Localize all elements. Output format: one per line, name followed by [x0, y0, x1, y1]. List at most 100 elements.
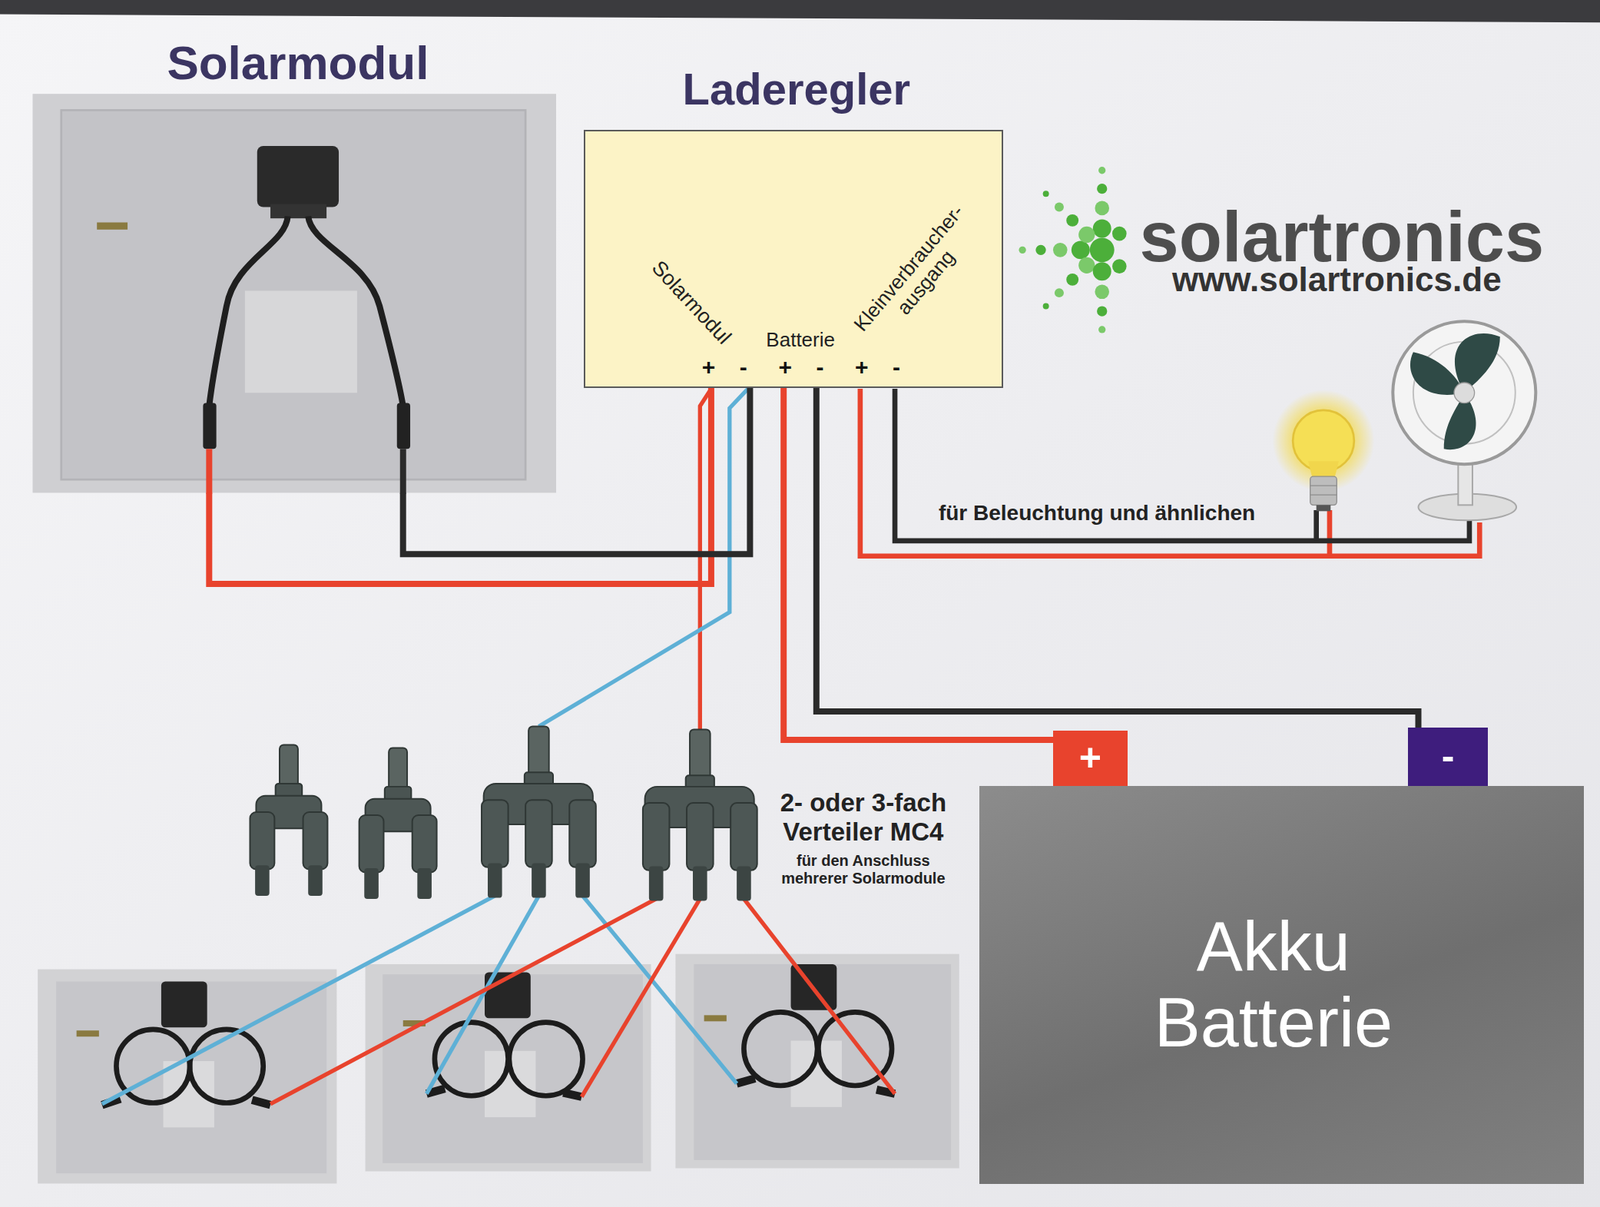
logo-dot — [1094, 284, 1110, 300]
brand-name: solartronics — [1139, 201, 1545, 272]
panel-sticker — [245, 290, 358, 393]
panel-cable — [189, 1029, 264, 1104]
load-wires — [860, 388, 1480, 557]
panel-cable — [743, 1011, 818, 1086]
logo-dot — [1112, 258, 1127, 274]
solar-panel-photo — [33, 93, 557, 494]
wire-red — [205, 448, 213, 494]
logo-dot — [1066, 214, 1079, 227]
mc4-branch-3 — [481, 726, 597, 898]
terminal-sign: + — [1079, 735, 1102, 781]
panel-back — [61, 109, 526, 480]
terminal-sign: + — [702, 353, 716, 381]
battery-box: Akku Batterie — [979, 785, 1584, 1184]
mc4-plug — [397, 403, 411, 450]
terminal-sign: + — [854, 353, 869, 381]
wire-red — [270, 898, 656, 1104]
bulb-thread — [1310, 493, 1338, 495]
panel-cable — [509, 1022, 584, 1097]
mc4-branch-2 — [359, 747, 438, 899]
battery-label: Akku Batterie — [1127, 908, 1420, 1061]
logo-dot — [1071, 240, 1090, 259]
logo-dot — [1078, 226, 1095, 243]
mc4-branch-3 — [642, 729, 758, 902]
brand-url: www.solartronics.de — [1172, 262, 1502, 297]
controller-heading: Laderegler — [682, 63, 911, 116]
mc4-plug — [251, 1099, 271, 1106]
bulb-base — [1310, 476, 1338, 505]
logo-dot — [1043, 190, 1050, 197]
panel-mark — [96, 221, 128, 229]
panel-back — [56, 981, 327, 1174]
junction-box — [257, 145, 339, 208]
wire-blue — [426, 895, 539, 1094]
terminal-sign: - — [892, 353, 901, 381]
terminal-sign: + — [778, 353, 792, 381]
panel-mark — [704, 1014, 727, 1021]
panel-frame — [365, 963, 652, 1172]
wire-red — [743, 898, 895, 1094]
logo-dot — [1078, 257, 1095, 274]
part-label: 2- oder 3-fach Verteiler MC4 — [767, 788, 960, 847]
logo-dot — [1066, 273, 1079, 286]
panel-mark — [76, 1030, 100, 1037]
bulb-neck — [1308, 460, 1339, 478]
panel-cable — [208, 216, 288, 407]
logo-dot — [1096, 183, 1107, 194]
part-note: für den Anschluss mehrerer Solarmodule — [767, 851, 960, 888]
wire-blue — [102, 895, 495, 1104]
battery-terminal: + — [1053, 730, 1128, 786]
panel-cable — [308, 216, 404, 407]
table-edge — [0, 0, 1600, 23]
fan-hub — [1454, 382, 1475, 404]
terminal-sign: - — [739, 353, 748, 381]
logo-dot — [1112, 226, 1127, 242]
bulb-tip — [1316, 504, 1332, 511]
wire-black — [400, 448, 407, 494]
wire-black — [1313, 510, 1319, 541]
logo-dot — [1093, 219, 1112, 239]
solar-panel: Solarmodul — [33, 92, 557, 494]
fan — [1392, 321, 1536, 521]
junction-box — [270, 204, 327, 219]
mc4-branch-2 — [249, 744, 328, 896]
logo-dot — [1089, 237, 1115, 262]
panel-wires — [102, 388, 895, 1104]
logo-dot — [1054, 288, 1064, 298]
logo-dot — [1053, 242, 1068, 258]
light-bulb — [1272, 389, 1375, 511]
wire-red — [860, 388, 1480, 557]
wire-blue — [538, 388, 748, 727]
logo-dot — [1035, 245, 1046, 256]
wire-connector — [816, 387, 1419, 728]
fan-cage — [1392, 321, 1536, 464]
wire-connector — [403, 387, 751, 555]
wire-black — [894, 388, 1470, 541]
logo-dot — [1093, 261, 1112, 281]
panel-back — [693, 963, 951, 1160]
panel-frame — [33, 93, 557, 493]
panel-heading: Solarmodul — [166, 36, 429, 91]
terminal-group-label: Solarmodul — [646, 255, 736, 349]
logo-dot — [1043, 302, 1050, 309]
terminal-group-label: Kleinverbraucher- ausgang — [838, 187, 996, 363]
mc4-plug — [736, 1078, 756, 1084]
charge-controller: LadereglerSolarmodulBatterieKleinverbrau… — [583, 129, 1004, 388]
wire-red — [1327, 510, 1333, 557]
battery-terminal: - — [1407, 727, 1488, 786]
logo-dot — [1098, 325, 1106, 333]
wire-note: für Beleuchtung und ähnlichen — [938, 500, 1256, 526]
mc4-plug — [563, 1092, 582, 1097]
logo-dot — [1094, 201, 1110, 216]
wire-connector — [783, 387, 1054, 740]
bulb-thread — [1310, 484, 1338, 486]
terminal-group-label: Batterie — [765, 328, 835, 352]
solar-panel-photo — [365, 963, 652, 1172]
logo-dot — [1018, 246, 1026, 254]
mc4-plug — [202, 403, 216, 450]
logo-dot — [1096, 305, 1107, 316]
junction-box — [161, 981, 208, 1028]
logo-dot — [1098, 166, 1106, 174]
